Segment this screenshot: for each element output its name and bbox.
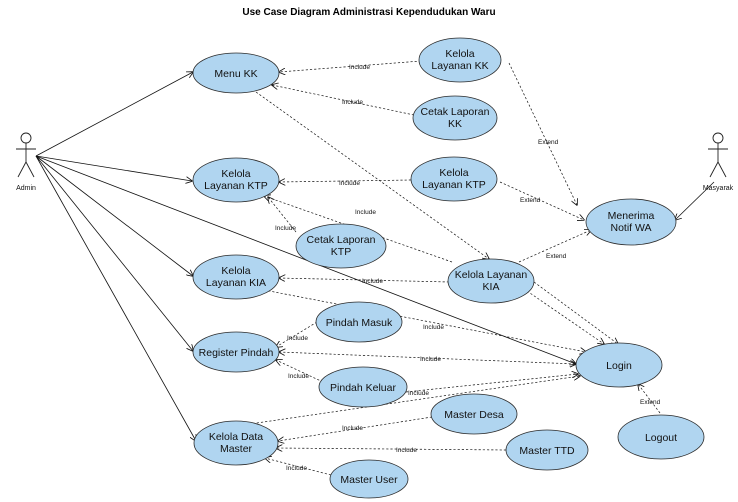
cetak-laporan-ktp-label-1: Cetak Laporan <box>307 234 376 246</box>
use-case-cetak-laporan-kk: Cetak Laporan KK <box>412 95 498 141</box>
use-case-kelola-layanan-kk: Kelola Layanan KK <box>418 37 502 83</box>
use-case-master-ttd: Master TTD <box>505 429 589 471</box>
label-include-12: Include <box>342 425 363 432</box>
assoc-admin-kelola-ktp <box>35 155 192 181</box>
use-case-kelola-layanan-ktp-right: Kelola Layanan KTP <box>410 156 498 202</box>
dep-kelola-ktp-right-ktp-left <box>279 180 412 182</box>
assoc-admin-menu-kk <box>35 72 193 157</box>
use-case-menu-kk: Menu KK <box>192 52 280 94</box>
dep-pindah-keluar-login <box>405 374 578 393</box>
dep-master-ttd-kelola-master <box>276 448 507 450</box>
menerima-notif-wa-label-2: Notif WA <box>610 222 651 234</box>
dep-cetak-ktp-ktp-left <box>268 197 297 233</box>
label-include-3: Include <box>339 180 360 187</box>
masyarakat-actor-label: Masyarak <box>703 185 734 192</box>
use-case-menerima-notif-wa: Menerima Notif WA <box>585 198 677 246</box>
cetak-laporan-kk-label-2: KK <box>448 118 462 130</box>
dep-kelola-master-login <box>235 376 580 427</box>
label-include-11: Include <box>408 390 429 397</box>
label-include-10: Include <box>288 373 309 380</box>
pindah-masuk-label: Pindah Masuk <box>326 317 393 329</box>
dep-master-user-kelola-master <box>265 458 332 476</box>
kelola-layanan-kk-label-1: Kelola <box>445 48 474 60</box>
use-case-pindah-keluar: Pindah Keluar <box>318 366 408 408</box>
label-extend-4: Extend <box>640 399 661 406</box>
dep-kelola-kia-login-a <box>533 281 618 344</box>
dep-kelola-kia-left-login <box>263 289 586 352</box>
label-include-1: Include <box>349 64 370 71</box>
masyarakat-actor: Masyarak <box>703 132 734 192</box>
dep-kelola-kia-right-kia-left <box>279 278 450 283</box>
label-include-2: Include <box>342 99 363 106</box>
kelola-data-master-label-1: Kelola Data <box>209 431 263 443</box>
kelola-layanan-ktp-right-label-2: Layanan KTP <box>422 179 486 191</box>
kelola-layanan-kia-left-label-2: Layanan KIA <box>206 277 266 289</box>
label-include-13: Include <box>396 447 417 454</box>
kelola-layanan-kia-right-label-1: Kelola Layanan <box>455 269 528 281</box>
use-case-master-desa: Master Desa <box>430 393 518 435</box>
label-include-7: Include <box>423 324 444 331</box>
dep-master-desa-kelola-master <box>278 416 433 441</box>
label-include-14: Include <box>286 465 307 472</box>
label-include-5: Include <box>275 225 296 232</box>
label-extend-3: Extend <box>546 253 567 260</box>
kelola-layanan-kk-label-2: Layanan KK <box>431 60 488 72</box>
kelola-layanan-ktp-left-label-2: Layanan KTP <box>204 180 268 192</box>
assoc-masyarakat-notif-wa <box>675 181 715 220</box>
menerima-notif-wa-label-1: Menerima <box>608 210 655 222</box>
kelola-layanan-ktp-left-label-1: Kelola <box>221 168 250 180</box>
dep-kelola-ktp-right-notif-wa <box>499 181 584 220</box>
use-case-cetak-laporan-ktp: Cetak Laporan KTP <box>295 223 387 269</box>
use-case-register-pindah: Register Pindah <box>192 331 280 373</box>
label-include-9: Include <box>420 356 441 363</box>
menu-kk-label: Menu KK <box>214 68 257 80</box>
dep-kelola-kk-notif-wa <box>508 62 577 205</box>
assoc-admin-kelola-data-master <box>35 155 196 441</box>
label-include-4: Include <box>355 209 376 216</box>
kelola-layanan-kia-right-label-2: KIA <box>483 281 500 293</box>
dependencies <box>235 60 661 476</box>
use-case-kelola-layanan-ktp-left: Kelola Layanan KTP <box>192 157 280 203</box>
master-desa-label: Master Desa <box>444 409 504 421</box>
dep-kelola-kk-menu-kk <box>279 60 422 72</box>
use-case-master-user: Master User <box>329 459 409 499</box>
kelola-layanan-kia-left-label-1: Kelola <box>221 265 250 277</box>
assoc-admin-register-pindah <box>35 155 193 351</box>
register-pindah-label: Register Pindah <box>199 347 274 359</box>
use-case-logout: Logout <box>617 414 705 460</box>
cetak-laporan-ktp-label-2: KTP <box>331 246 351 258</box>
label-include-6: Include <box>362 278 383 285</box>
diagram-title: Use Case Diagram Administrasi Kependuduk… <box>242 7 495 18</box>
master-ttd-label: Master TTD <box>519 445 575 457</box>
assoc-admin-kelola-kia <box>35 155 193 276</box>
dep-kelola-kia-login-b <box>526 290 604 344</box>
dependency-labels: Include Include Extend Include Extend In… <box>275 64 661 472</box>
use-case-login: Login <box>575 342 663 388</box>
login-label: Login <box>606 360 632 372</box>
dep-logout-login <box>638 384 661 414</box>
label-extend-1: Extend <box>538 139 559 146</box>
cetak-laporan-kk-label-1: Cetak Laporan <box>421 106 490 118</box>
pindah-keluar-label: Pindah Keluar <box>330 382 396 394</box>
use-case-kelola-layanan-kia-left: Kelola Layanan KIA <box>192 254 280 300</box>
kelola-layanan-ktp-right-label-1: Kelola <box>439 167 468 179</box>
master-user-label: Master User <box>340 474 398 486</box>
use-case-kelola-data-master: Kelola Data Master <box>193 420 279 466</box>
dep-kelola-kia-notif-wa <box>518 230 591 263</box>
kelola-data-master-label-2: Master <box>220 443 253 455</box>
admin-actor: Admin <box>16 132 36 192</box>
admin-actor-label: Admin <box>16 185 36 192</box>
dep-cetak-kk-menu-kk <box>272 85 415 116</box>
label-include-8: Include <box>287 335 308 342</box>
use-case-kelola-layanan-kia-right: Kelola Layanan KIA <box>447 258 535 304</box>
logout-label: Logout <box>645 432 677 444</box>
dep-menu-kk-kelola-kia <box>255 91 489 259</box>
use-case-pindah-masuk: Pindah Masuk <box>315 301 403 343</box>
label-extend-2: Extend <box>520 197 541 204</box>
dep-pindah-keluar-register <box>276 360 324 383</box>
dep-register-login <box>279 352 576 364</box>
